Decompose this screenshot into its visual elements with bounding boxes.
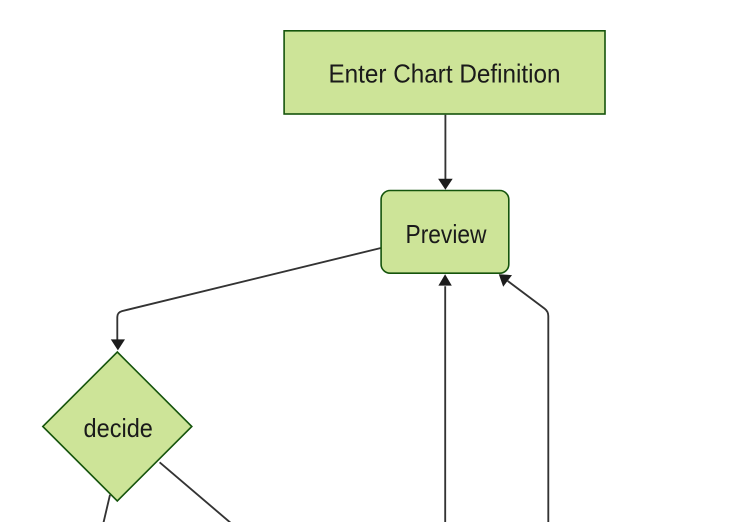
svg-text:Preview: Preview [406,219,487,249]
svg-text:decide: decide [84,413,153,443]
svg-text:Enter Chart Definition: Enter Chart Definition [329,58,561,88]
